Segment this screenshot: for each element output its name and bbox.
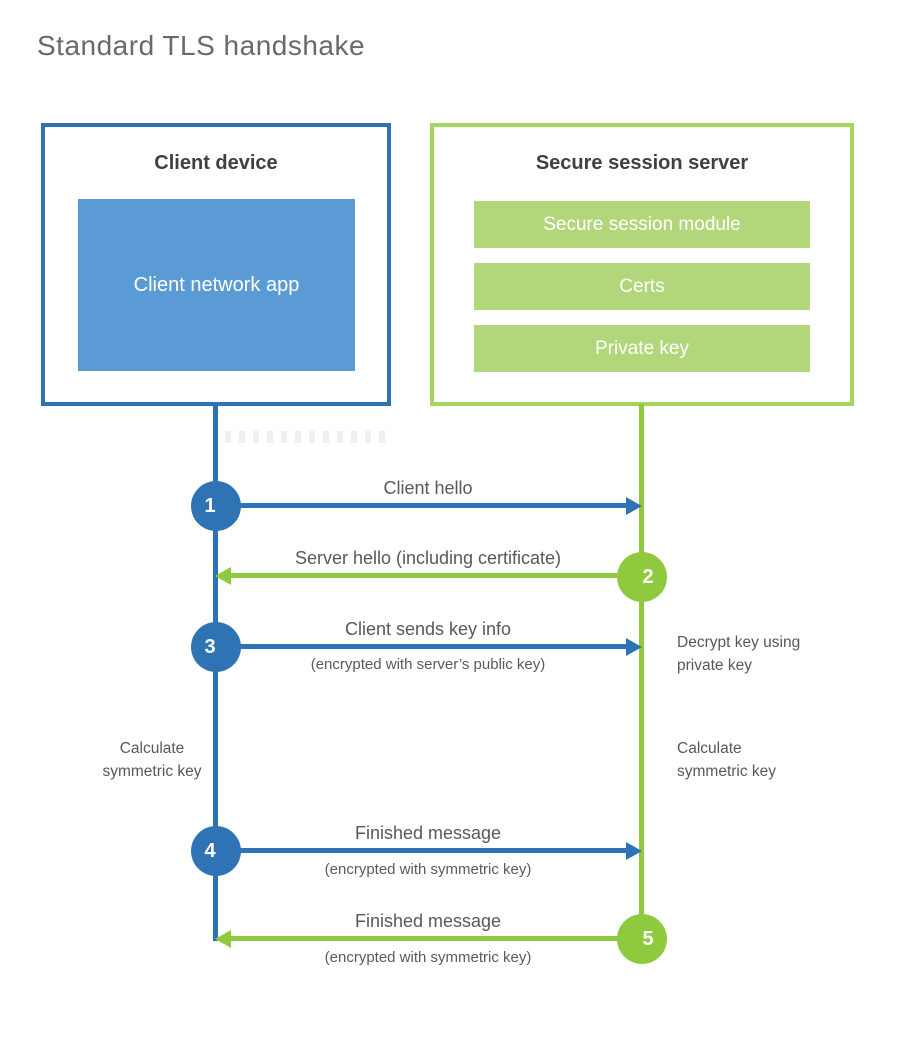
client-device-title: Client device [154,152,278,174]
step-circle-2: 2 [617,552,667,602]
flow-5-label: Finished message [354,911,502,931]
server-lifeline [639,404,644,939]
flow-4-arrowhead-icon [626,842,642,860]
note-calculate-symmetric-key-server: Calculate symmetric key [677,737,776,783]
client-device-box: Client device Client network app [41,123,391,406]
server-module-bar-private-key: Private key [474,325,810,372]
flow-1-label: Client hello [383,478,473,498]
step-circle-5: 5 [617,914,667,964]
page-title: Standard TLS handshake [37,30,366,61]
note-decrypt-line2: private key [677,657,752,674]
flow-2-arrowhead-icon [215,567,231,585]
flow-3-arrow [216,644,628,649]
server-module-bar-certs: Certs [474,263,810,310]
step-number-5: 5 [642,927,654,950]
flow-3-sublabel: (encrypted with server’s public key) [310,656,546,673]
flow-3-label: Client sends key info [344,619,512,639]
flow-5-arrow [229,936,641,941]
step-number-1: 1 [204,494,216,517]
step-number-3: 3 [204,635,216,658]
flow-4-label: Finished message [354,823,502,843]
note-calc-right-line1: Calculate [677,740,742,757]
faint-dashed-line [225,431,388,443]
step-number-2: 2 [642,565,654,588]
note-calc-left-line1: Calculate [119,740,185,757]
flow-2-label: Server hello (including certificate) [294,548,562,568]
flow-5-sublabel: (encrypted with symmetric key) [324,949,532,966]
secure-session-server-title: Secure session server [535,152,749,174]
step-circle-1: 1 [191,481,241,531]
flow-1-arrow [216,503,628,508]
flow-4-sublabel: (encrypted with symmetric key) [324,861,532,878]
note-decrypt-key: Decrypt key using private key [677,631,800,677]
step-number-4: 4 [204,839,216,862]
flow-1-arrowhead-icon [626,497,642,515]
note-calc-right-line2: symmetric key [677,763,777,780]
flow-5-arrowhead-icon [215,930,231,948]
server-module-bar-secure-session: Secure session module [474,201,810,248]
flow-4-arrow [216,848,628,853]
note-calculate-symmetric-key-client: Calculate symmetric key [52,737,252,783]
note-decrypt-line1: Decrypt key using [677,634,801,651]
note-calc-left-line2: symmetric key [102,763,202,780]
flow-3-arrowhead-icon [626,638,642,656]
step-circle-4: 4 [191,826,241,876]
flow-2-arrow [229,573,641,578]
client-lifeline [213,404,218,941]
client-network-app-box: Client network app [78,199,355,371]
client-network-app-label: Client network app [133,273,300,296]
step-circle-3: 3 [191,622,241,672]
secure-session-server-box: Secure session server Secure session mod… [430,123,854,406]
